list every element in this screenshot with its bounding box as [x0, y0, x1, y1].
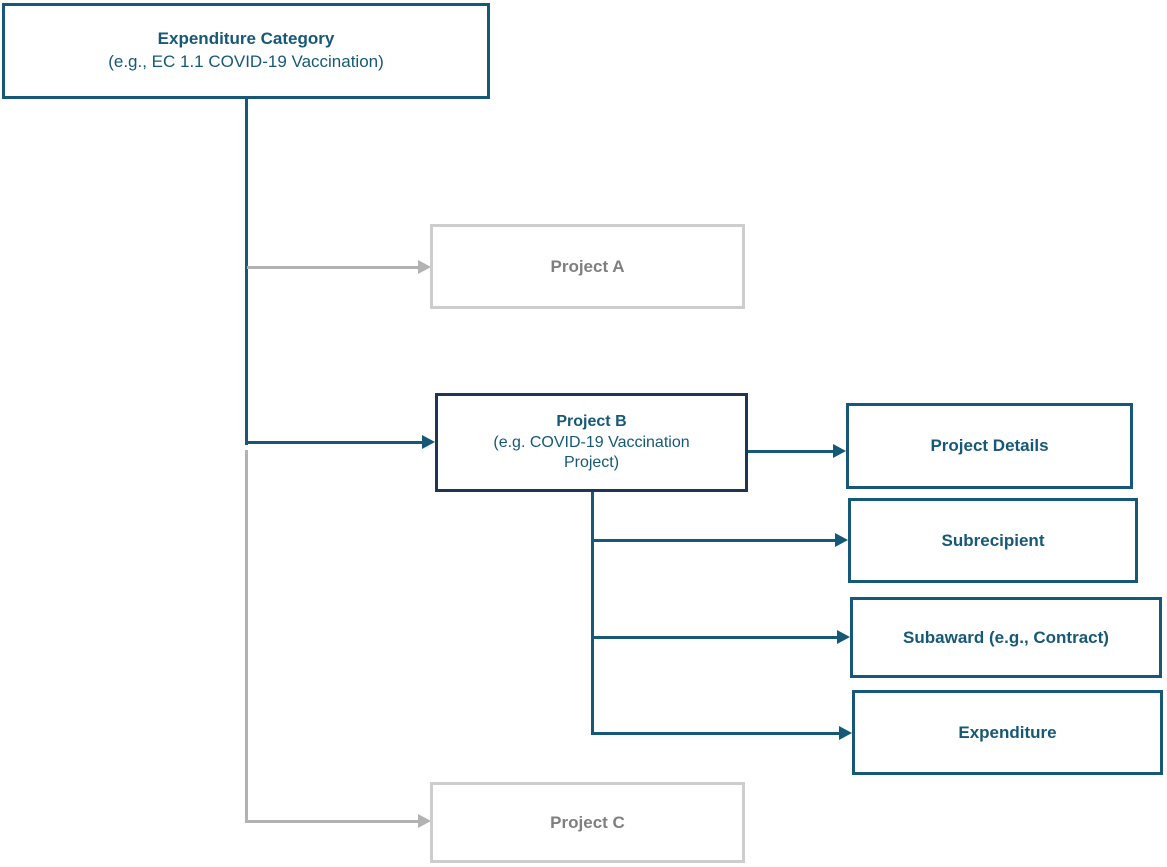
project-details-label: Project Details	[930, 436, 1049, 455]
subaward-label: Subaward (e.g., Contract)	[903, 627, 1109, 647]
project-c-label: Project C	[550, 812, 625, 832]
expenditure-category-box: Expenditure Category (e.g., EC 1.1 COVID…	[2, 3, 490, 99]
connector-to-project-c	[247, 820, 418, 823]
project-details-box: Project Details	[846, 403, 1133, 489]
arrowhead-icon	[837, 630, 850, 644]
expenditure-category-subtitle: (e.g., EC 1.1 COVID-19 Vaccination)	[108, 52, 384, 72]
connector-project-b-stem	[591, 492, 594, 734]
arrowhead-icon	[422, 435, 435, 449]
connector-to-subaward	[591, 636, 838, 639]
project-b-title: Project B	[556, 412, 627, 430]
subrecipient-label: Subrecipient	[941, 530, 1045, 550]
project-b-subtitle: (e.g. COVID-19 Vaccination Project)	[493, 433, 690, 472]
connector-to-project-details	[748, 450, 834, 453]
arrowhead-icon	[833, 444, 846, 458]
expenditure-box: Expenditure	[852, 690, 1163, 775]
arrowhead-icon	[418, 814, 431, 828]
expenditure-category-title: Expenditure Category	[157, 29, 335, 49]
arrowhead-icon	[839, 726, 852, 740]
connector-to-project-a	[247, 266, 418, 269]
connector-to-project-b	[247, 441, 423, 444]
connector-to-subrecipient	[591, 539, 836, 542]
arrowhead-icon	[418, 260, 431, 274]
expenditure-label: Expenditure	[958, 722, 1057, 742]
subaward-box: Subaward (e.g., Contract)	[850, 597, 1162, 678]
connector-trunk-active	[245, 99, 248, 445]
arrowhead-icon	[835, 533, 848, 547]
project-b-box: Project B (e.g. COVID-19 Vaccination Pro…	[435, 393, 748, 492]
project-a-box: Project A	[430, 224, 745, 309]
connector-trunk-inactive	[245, 450, 248, 823]
connector-to-expenditure	[591, 732, 840, 735]
project-c-box: Project C	[430, 782, 745, 863]
project-a-label: Project A	[550, 256, 625, 276]
subrecipient-box: Subrecipient	[848, 498, 1138, 583]
